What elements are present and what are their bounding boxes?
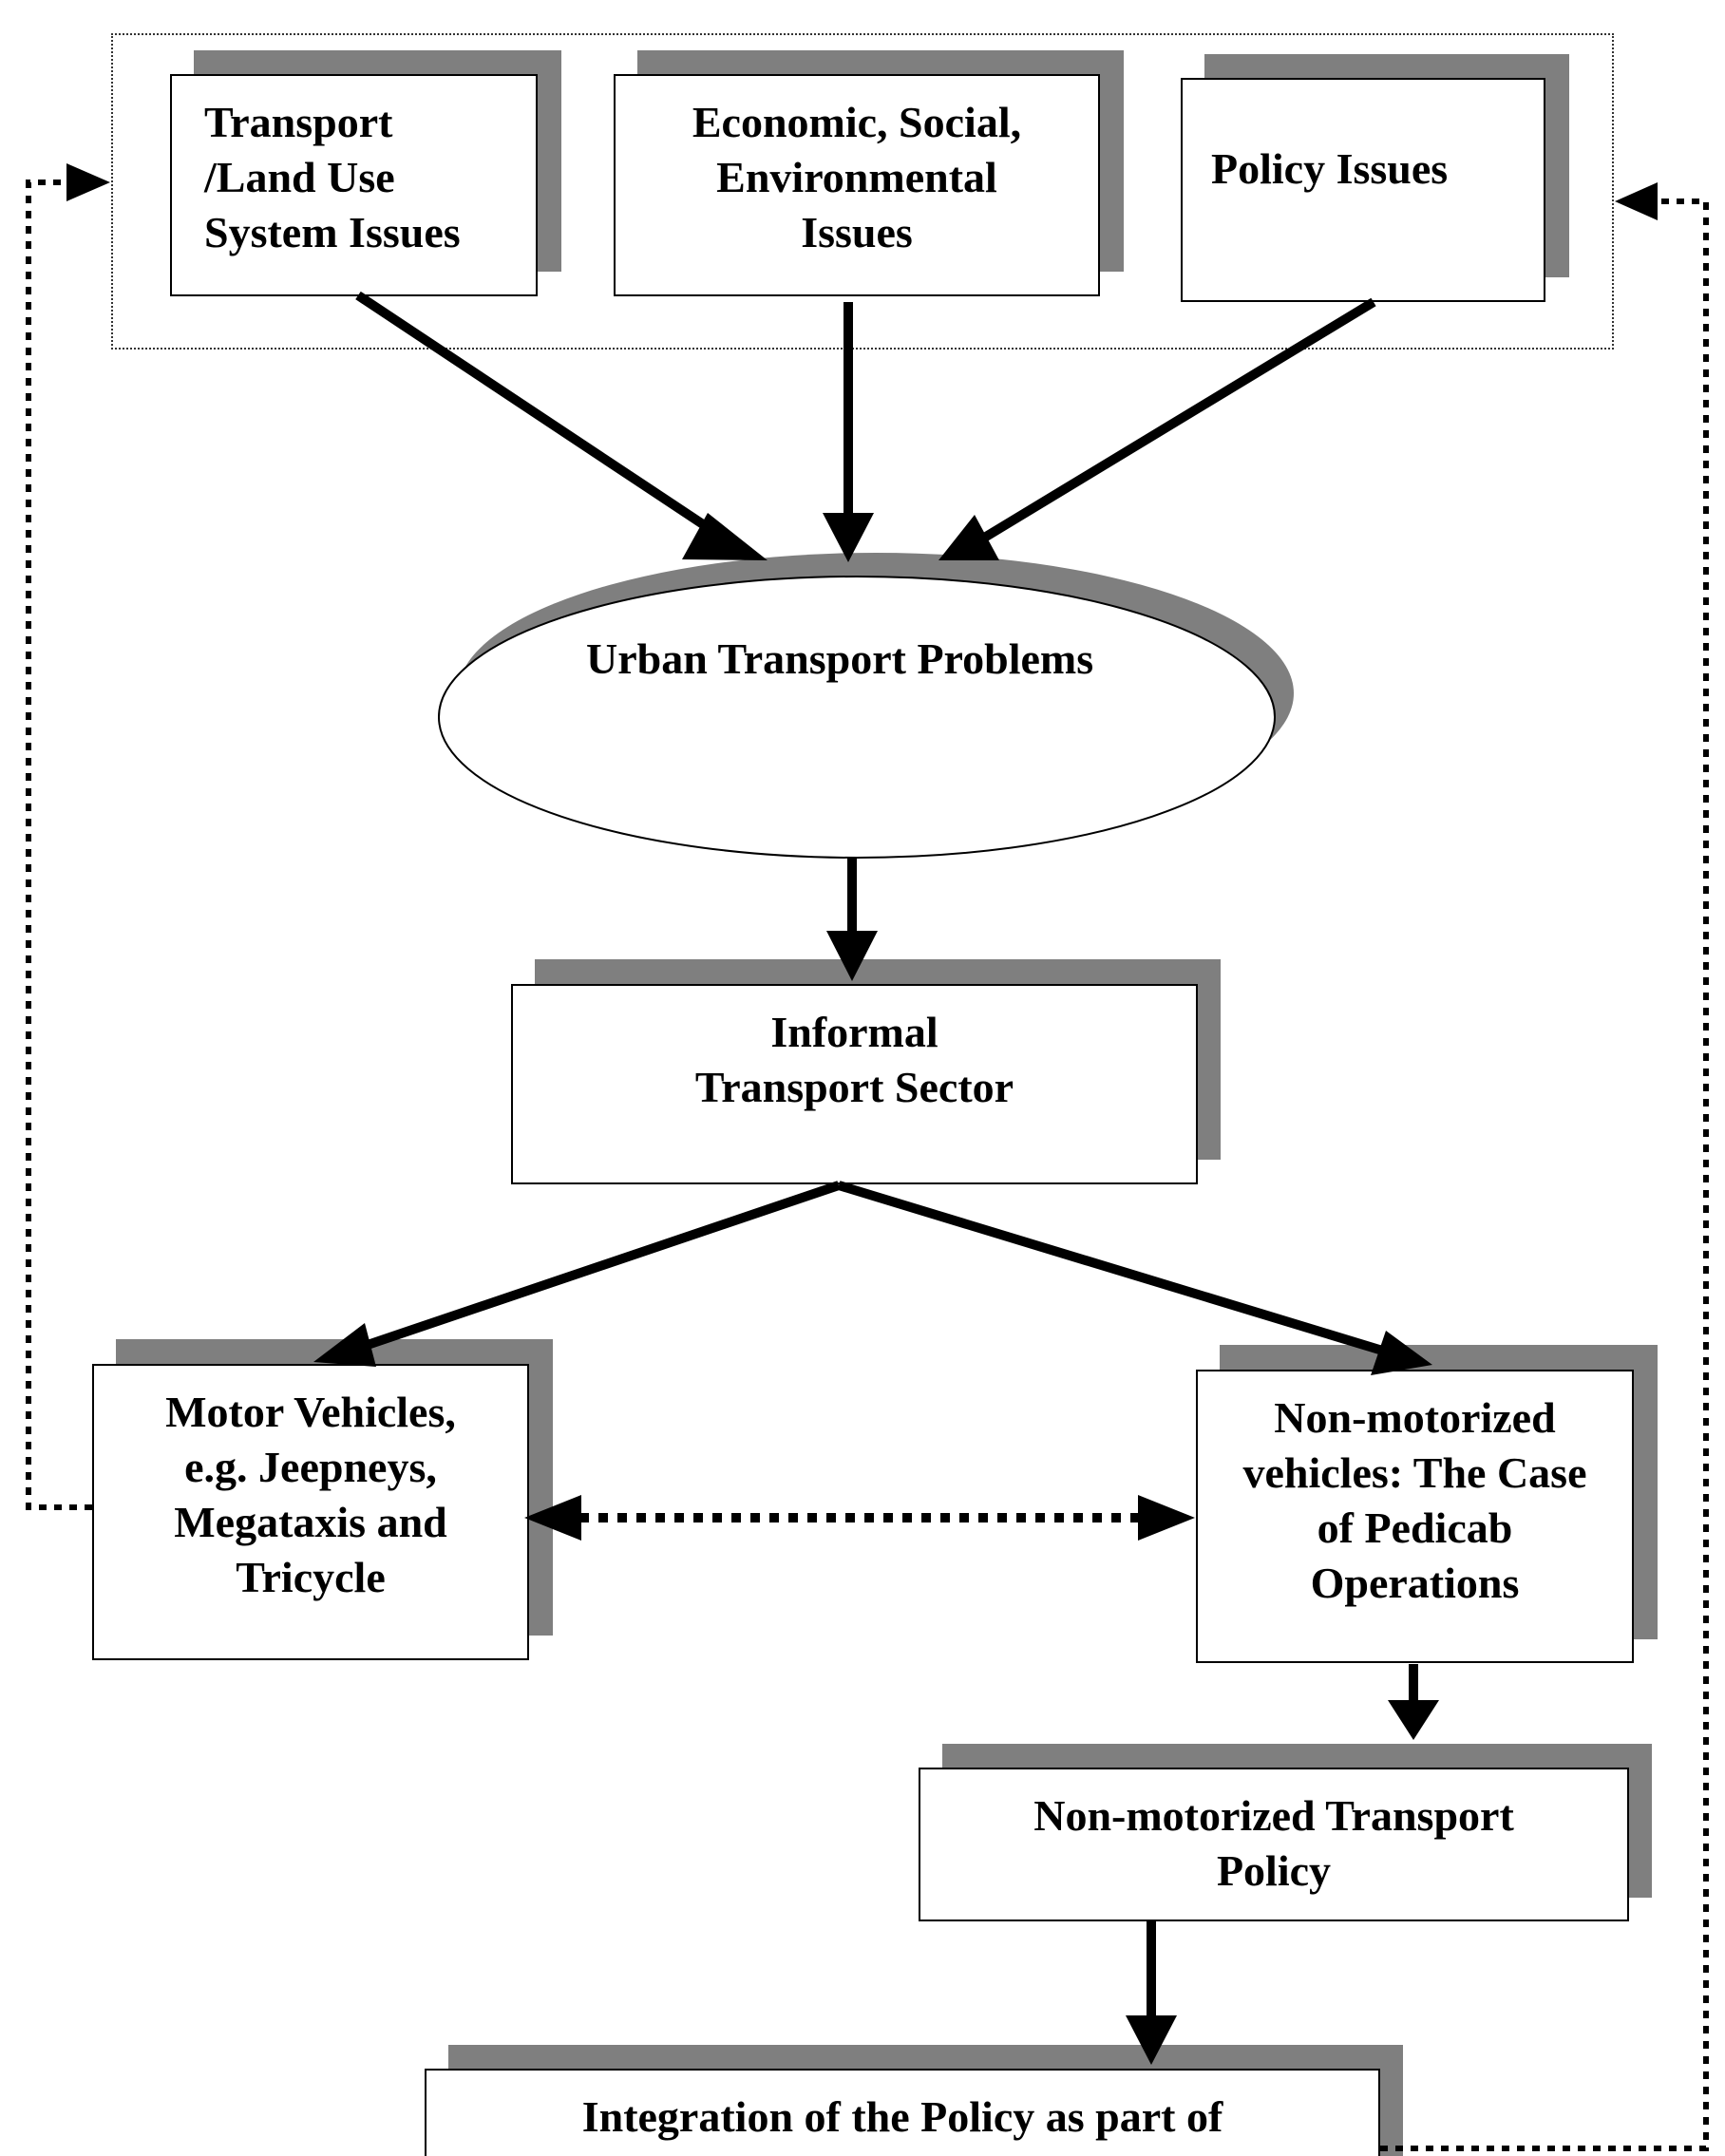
integration-label: Integration of the Policy as part of Sus… <box>532 2092 1273 2156</box>
non-motorized-vehicles-box: Non-motorized vehicles: The Case of Pedi… <box>1196 1370 1634 1663</box>
arrowhead-problems-to-informal <box>826 931 878 981</box>
feedback-left <box>26 180 92 1510</box>
policy-issues-box: Policy Issues <box>1181 78 1545 302</box>
arrowhead-informal-to-motor <box>313 1323 376 1367</box>
non-motorized-vehicles-label: Non-motorized vehicles: The Case of Pedi… <box>1242 1393 1587 1607</box>
arrow-transport-to-problems <box>355 291 720 539</box>
informal-sector-box: Informal Transport Sector <box>511 984 1198 1184</box>
arrowhead-policy-to-problems <box>938 515 999 560</box>
nmt-policy-label: Non-motorized Transport Policy <box>1033 1791 1514 1895</box>
policy-issues-label: Policy Issues <box>1211 144 1449 193</box>
arrowhead-nonmotor-to-policy <box>1388 1700 1439 1740</box>
issues-group-frame <box>111 33 1614 350</box>
transport-land-use-box: Transport /Land Use System Issues <box>170 74 538 296</box>
arrowhead-economic-to-problems <box>823 513 874 562</box>
motor-vehicles-label: Motor Vehicles, e.g. Jeepneys, Megataxis… <box>165 1388 456 1601</box>
transport-land-use-label: Transport /Land Use System Issues <box>204 98 461 256</box>
arrow-informal-to-nonmotor <box>837 1181 1391 1357</box>
arrow-informal-to-motor <box>354 1181 841 1353</box>
arrowhead-policy-to-integration <box>1126 2015 1177 2065</box>
arrowhead-informal-to-nonmotor <box>1371 1331 1432 1375</box>
arrow-policy-to-problems <box>983 297 1376 541</box>
motor-vehicles-box: Motor Vehicles, e.g. Jeepneys, Megataxis… <box>92 1364 529 1660</box>
nmt-policy-box: Non-motorized Transport Policy <box>919 1768 1629 1921</box>
arrowhead-feedback-left <box>66 163 110 201</box>
arrowhead-link-left <box>524 1495 581 1541</box>
arrowhead-feedback-right <box>1615 182 1658 220</box>
economic-issues-box: Economic, Social, Environmental Issues <box>614 74 1100 296</box>
integration-box: Integration of the Policy as part of Sus… <box>425 2069 1380 2156</box>
arrowhead-link-right <box>1138 1495 1195 1541</box>
urban-problems-label: Urban Transport Problems <box>586 634 1094 683</box>
feedback-right <box>1380 199 1709 2151</box>
informal-sector-label: Informal Transport Sector <box>694 1008 1014 1111</box>
economic-issues-label: Economic, Social, Environmental Issues <box>692 98 1022 256</box>
arrowhead-transport-to-problems <box>682 513 768 560</box>
